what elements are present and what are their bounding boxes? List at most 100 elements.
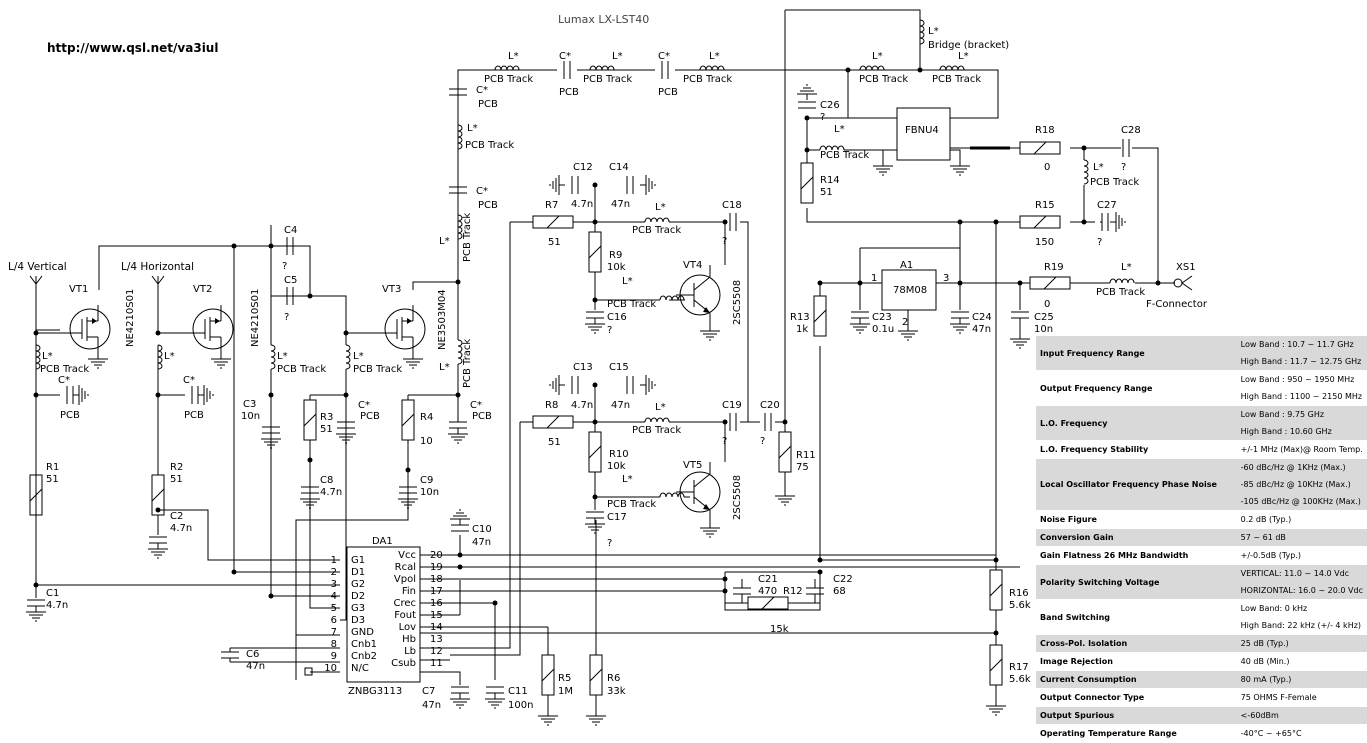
svg-text:51: 51 bbox=[548, 237, 561, 248]
svg-text:4.7n: 4.7n bbox=[46, 600, 68, 611]
svg-text:?: ? bbox=[760, 436, 765, 447]
svg-text:L*: L* bbox=[655, 202, 666, 213]
ic-pin-name: D2 bbox=[351, 591, 365, 602]
svg-text:47n: 47n bbox=[611, 199, 630, 210]
svg-text:C25: C25 bbox=[1034, 312, 1054, 323]
svg-text:PCB Track: PCB Track bbox=[462, 339, 473, 388]
svg-text:C*: C* bbox=[183, 375, 195, 386]
svg-text:C5: C5 bbox=[284, 275, 297, 286]
spec-param: Noise Figure bbox=[1036, 510, 1237, 529]
svg-text:C4: C4 bbox=[284, 225, 297, 236]
ic-pin-name: Lb bbox=[404, 646, 416, 657]
spec-value: High Band : 1100 ~ 2150 MHz bbox=[1240, 392, 1363, 401]
regulator-pin2: 2 bbox=[902, 317, 908, 328]
ic-pin-number: 19 bbox=[430, 562, 443, 573]
ic-pin-number: 14 bbox=[430, 622, 443, 633]
svg-text:PCB Track: PCB Track bbox=[607, 499, 656, 510]
svg-text:PCB: PCB bbox=[478, 200, 498, 211]
spec-param: Cross-Pol. Isolation bbox=[1036, 634, 1237, 653]
svg-text:150: 150 bbox=[1035, 237, 1054, 248]
svg-text:R5: R5 bbox=[558, 673, 571, 684]
ic-pin-number: 20 bbox=[430, 550, 443, 561]
svg-text:L*: L* bbox=[467, 123, 478, 134]
svg-text:?: ? bbox=[284, 312, 289, 323]
ic-pin-name: Crec bbox=[393, 598, 416, 609]
svg-text:C23: C23 bbox=[872, 312, 892, 323]
svg-text:C3: C3 bbox=[243, 399, 256, 410]
vt3-label: VT3 bbox=[382, 284, 401, 295]
svg-text:4.7n: 4.7n bbox=[170, 523, 192, 534]
svg-text:R6: R6 bbox=[607, 673, 620, 684]
svg-text:C19: C19 bbox=[722, 400, 742, 411]
svg-text:C*: C* bbox=[658, 51, 670, 62]
svg-text:10k: 10k bbox=[607, 461, 626, 472]
spec-value: High Band : 11.7 ~ 12.75 GHz bbox=[1240, 357, 1362, 366]
vt4-label: VT4 bbox=[683, 260, 702, 271]
svg-text:PCB Track: PCB Track bbox=[465, 140, 514, 151]
svg-text:R8: R8 bbox=[545, 400, 558, 411]
svg-text:C20: C20 bbox=[760, 400, 780, 411]
svg-text:C18: C18 bbox=[722, 200, 742, 211]
ic-pin-name: Fin bbox=[402, 586, 416, 597]
vt5-label: VT5 bbox=[683, 460, 702, 471]
svg-text:C13: C13 bbox=[573, 362, 593, 373]
ic-pin-number: 18 bbox=[430, 574, 443, 585]
svg-text:C7: C7 bbox=[422, 686, 435, 697]
antenna-horizontal-label: L/4 Horizontal bbox=[121, 261, 194, 273]
vt1-part: NE4210S01 bbox=[125, 289, 136, 347]
svg-text:R1: R1 bbox=[46, 462, 59, 473]
svg-text:10k: 10k bbox=[607, 262, 626, 273]
svg-text:R17: R17 bbox=[1009, 662, 1029, 673]
ic-pin-number: 3 bbox=[331, 579, 337, 590]
svg-text:R13: R13 bbox=[790, 312, 810, 323]
spec-value: Low Band : 950 ~ 1950 MHz bbox=[1240, 375, 1355, 384]
ic-pin-name: D3 bbox=[351, 615, 365, 626]
ic-pin-number: 10 bbox=[324, 663, 337, 674]
spec-values: +/-0.5dB (Typ.) bbox=[1236, 546, 1367, 565]
svg-text:?: ? bbox=[722, 236, 727, 247]
fet-vt1 bbox=[61, 304, 111, 369]
svg-text:PCB Track: PCB Track bbox=[583, 74, 632, 85]
svg-text:10: 10 bbox=[420, 436, 433, 447]
svg-text:R16: R16 bbox=[1009, 588, 1029, 599]
bjt-vt4 bbox=[675, 264, 721, 341]
spec-row: Gain Flatness 26 MHz Bandwidth+/-0.5dB (… bbox=[1036, 546, 1367, 565]
svg-text:C*: C* bbox=[476, 186, 488, 197]
svg-text:L*: L* bbox=[353, 351, 364, 362]
f-connector-label: F-Connector bbox=[1146, 299, 1208, 310]
spec-value: Low Band: 0 kHz bbox=[1240, 604, 1308, 613]
svg-text:L*: L* bbox=[277, 351, 288, 362]
xs1-label: XS1 bbox=[1176, 262, 1196, 273]
svg-text:100n: 100n bbox=[508, 700, 533, 711]
spec-value: +/-0.5dB (Typ.) bbox=[1240, 551, 1302, 560]
svg-text:51: 51 bbox=[820, 187, 833, 198]
svg-text:47n: 47n bbox=[472, 537, 491, 548]
regulator-block bbox=[881, 269, 937, 341]
svg-text:R10: R10 bbox=[609, 449, 629, 460]
spec-param: L.O. Frequency bbox=[1036, 405, 1237, 441]
svg-text:R7: R7 bbox=[545, 200, 558, 211]
spec-values: 75 OHMS F-Female bbox=[1236, 688, 1367, 707]
svg-text:1k: 1k bbox=[796, 324, 808, 335]
svg-text:C27: C27 bbox=[1097, 200, 1117, 211]
spec-param: Band Switching bbox=[1036, 599, 1237, 635]
ic-pin-name: Cnb2 bbox=[351, 651, 377, 662]
svg-text:47n: 47n bbox=[972, 324, 991, 335]
svg-text:C14: C14 bbox=[609, 162, 629, 173]
spec-param: Current Consumption bbox=[1036, 670, 1237, 689]
svg-text:47n: 47n bbox=[422, 700, 441, 711]
vt1-label: VT1 bbox=[69, 284, 88, 295]
spec-value: VERTICAL: 11.0 ~ 14.0 Vdc bbox=[1240, 569, 1350, 578]
svg-text:L*: L* bbox=[439, 236, 450, 247]
spec-param: Gain Flatness 26 MHz Bandwidth bbox=[1036, 546, 1237, 565]
svg-text:C10: C10 bbox=[472, 524, 492, 535]
svg-text:PCB Track: PCB Track bbox=[1090, 177, 1139, 188]
